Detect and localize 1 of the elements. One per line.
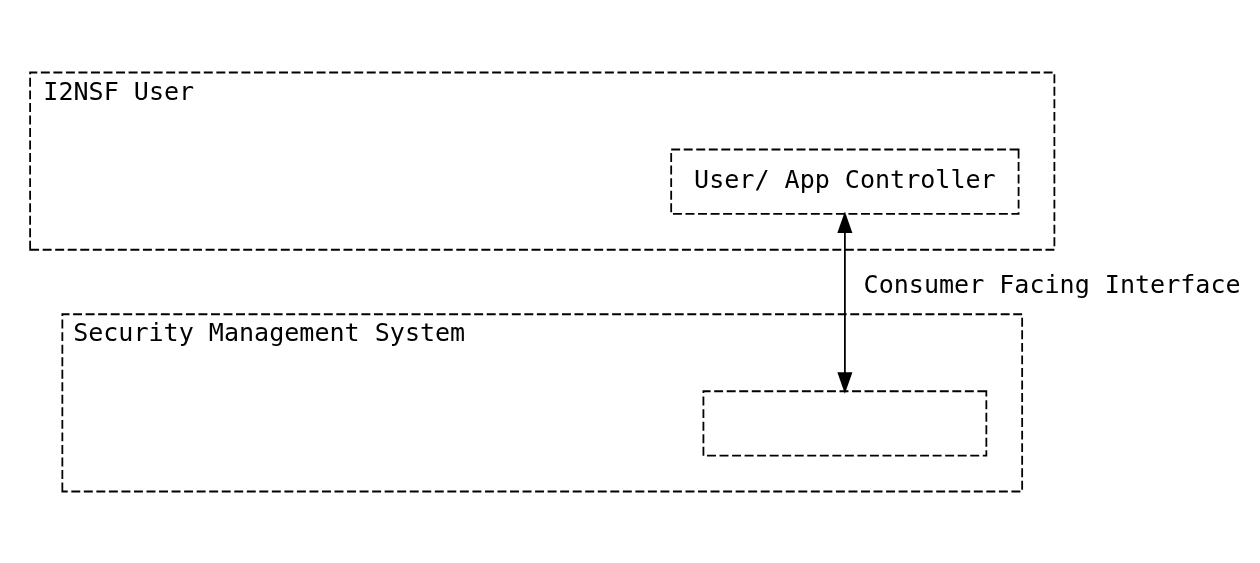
edge-label: Consumer Facing Interface	[863, 269, 1241, 299]
